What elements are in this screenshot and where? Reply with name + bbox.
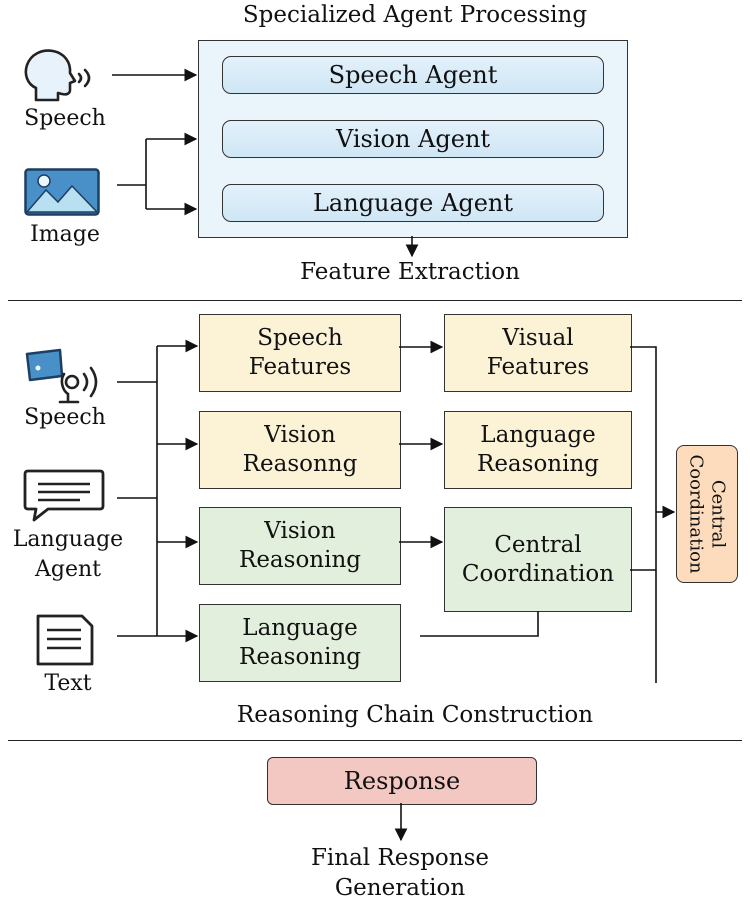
node-speech-features: Speech Features bbox=[199, 314, 401, 392]
image-icon bbox=[24, 168, 100, 216]
monitor-speaker-icon bbox=[25, 348, 98, 404]
speaking-head-icon bbox=[24, 49, 91, 102]
node-visual-features: Visual Features bbox=[444, 314, 632, 392]
chat-bubble-icon bbox=[23, 469, 105, 522]
stage2-speech-label: Speech bbox=[24, 405, 106, 430]
node-central-coordination-vertical: Central Coordination bbox=[676, 445, 738, 583]
node-language-reasoning-top: Language Reasoning bbox=[444, 411, 632, 489]
stage1-title: Specialized Agent Processing bbox=[242, 2, 588, 28]
stage2-text-label: Text bbox=[44, 671, 92, 696]
final-response-caption: Final Response Generation bbox=[310, 845, 490, 901]
stage1-speech-label: Speech bbox=[24, 106, 106, 131]
document-icon bbox=[36, 614, 94, 666]
vision-agent: Vision Agent bbox=[222, 120, 604, 158]
feature-extraction-caption: Feature Extraction bbox=[300, 259, 520, 285]
stage2-language-agent-label: Language Agent bbox=[12, 527, 124, 582]
language-agent: Language Agent bbox=[222, 184, 604, 222]
feedback-language-to-central bbox=[420, 611, 539, 637]
branch-image bbox=[117, 139, 147, 209]
node-vision-reasoning: Vision Reasoning bbox=[199, 507, 401, 585]
stage1-image-label: Image bbox=[30, 222, 100, 247]
node-vision-reasonng: Vision Reasonng bbox=[199, 411, 401, 489]
node-central-coordination: Central Coordination bbox=[444, 507, 632, 612]
right-bus bbox=[630, 346, 657, 683]
node-language-reasoning-bottom: Language Reasoning bbox=[199, 604, 401, 682]
input-trunk bbox=[117, 346, 158, 637]
speech-agent: Speech Agent bbox=[222, 56, 604, 94]
response-box: Response bbox=[267, 757, 537, 805]
reasoning-chain-caption: Reasoning Chain Construction bbox=[236, 702, 594, 728]
divider-bottom bbox=[8, 740, 742, 741]
divider-top bbox=[8, 300, 742, 301]
